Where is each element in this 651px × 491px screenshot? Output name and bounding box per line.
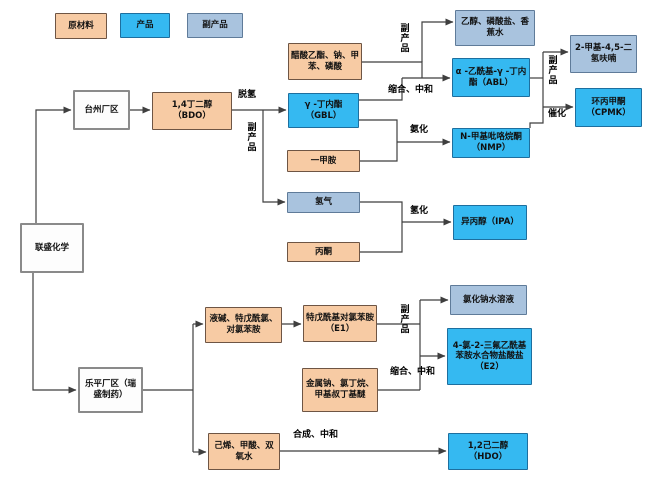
edge-bdo-hydrogen (262, 110, 286, 206)
node-hdo: 1,2己二醇（HDO） (448, 433, 528, 470)
edge-label-byproduct-label-1: 副产品 (245, 122, 256, 152)
node-abl: α -乙酰基-γ -丁内酯（ABL） (452, 58, 530, 97)
node-e2-raw-materials: 金属钠、氯丁烷、甲基叔丁基醚 (302, 368, 378, 412)
edge-label-synthesis-neutralization: 合成、中和 (293, 430, 339, 440)
node-legend-byproduct: 副产品 (187, 13, 243, 38)
node-cpmk: 环丙甲酮（CPMK） (575, 88, 642, 127)
edge-cpmk-vertical (529, 52, 544, 128)
node-bdo: 1,4丁二醇（BDO） (152, 92, 232, 130)
edge-gbl-nmpjunction (359, 119, 398, 142)
node-company-root: 联盛化学 (20, 223, 84, 273)
edge-junction-ablbyproducts (421, 18, 454, 62)
node-ipa: 异丙醇（IPA） (453, 205, 527, 240)
edge-label-byproduct-label-2: 副产品 (398, 23, 409, 53)
node-monomethylamine: 一甲胺 (287, 150, 360, 172)
edge-amine-nmpjunction (360, 142, 398, 162)
edge-company-taizhou (35, 106, 72, 223)
node-abl-byproducts: 乙醇、磷酸盐、香蕉水 (455, 10, 535, 46)
node-taizhou-plant: 台州厂区 (73, 90, 130, 130)
node-acetone: 丙酮 (287, 242, 360, 262)
node-e2: 4-氯-2-三氟乙酰基苯胺水合物盐酸盐（E2） (447, 328, 532, 385)
edge-label-dehydrogenation: 脱氢 (238, 90, 257, 100)
node-e1-raw-materials: 液碱、特戊酰氯、对氯苯胺 (205, 307, 282, 343)
node-leping-plant: 乐平厂区（瑞盛制药） (78, 367, 143, 413)
node-nmp: N-甲基吡咯烷酮（NMP） (452, 128, 530, 158)
edge-hydrogen-acetone (360, 201, 403, 253)
node-nacl-solution: 氯化钠水溶液 (450, 285, 527, 315)
node-gbl: γ -丁内酯（GBL） (288, 93, 359, 128)
node-e1: 特戊酰基对氯苯胺（E1） (303, 305, 377, 342)
edge-company-leping (32, 273, 77, 394)
edge-label-hydrogenation: 氢化 (410, 206, 429, 216)
edge-label-condensation-neutralization-1: 缩合、中和 (388, 85, 434, 95)
node-abl-raw-materials: 醋酸乙酯、钠、甲苯、磷酸 (288, 43, 362, 80)
edge-label-condensation-neutralization-2: 缩合、中和 (390, 367, 436, 377)
node-hdo-raw-materials: 己烯、甲酸、双氧水 (208, 433, 280, 470)
node-legend-raw: 原材料 (55, 13, 107, 39)
edge-label-byproduct-label-4: 副产品 (398, 304, 409, 334)
node-hydrogen: 氢气 (287, 192, 360, 213)
node-legend-product: 产品 (120, 13, 170, 38)
edge-ablraw-junction (362, 61, 423, 78)
edge-label-catalysis: 催化 (548, 109, 567, 119)
edge-label-byproduct-label-3: 副产品 (546, 55, 557, 85)
node-methyl-dihydrofuran: 2-甲基-4,5-二氢呋喃 (570, 35, 637, 73)
edge-label-amination: 氨化 (410, 125, 429, 135)
